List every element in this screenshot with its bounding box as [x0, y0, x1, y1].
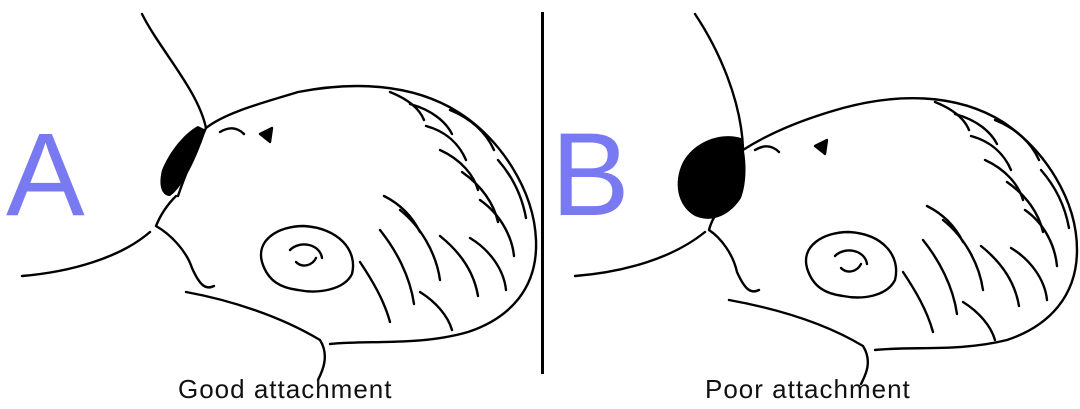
panel-divider [541, 12, 544, 374]
caption-poor-attachment: Poor attachment [705, 374, 911, 404]
panel-poor-attachment: B Poor attachment [545, 0, 1080, 409]
panel-good-attachment: A Good attachment [0, 0, 540, 409]
caption-good-attachment: Good attachment [178, 374, 392, 404]
panel-letter-a: A [6, 116, 85, 234]
panel-letter-b: B [551, 116, 630, 234]
